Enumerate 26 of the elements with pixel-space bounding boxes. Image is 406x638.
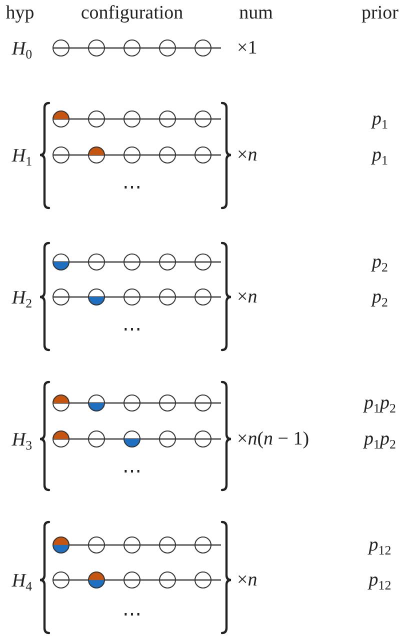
ellipsis: ⋯ [122,462,142,482]
prior-label: p$_{1}$ [372,110,388,128]
ellipsis: ⋯ [122,178,142,198]
hypothesis-label: H$_{1}$ [12,146,32,166]
count-label: ×1 [237,38,258,58]
prior-label: p$_{2}$ [372,288,388,306]
hypothesis-label: H$_{2}$ [12,288,32,308]
prior-label: p$_{2}$ [372,252,388,272]
hypothesis-label: H$_{0}$ [12,40,32,58]
hypothesis-label: H$_{3}$ [12,430,32,450]
count-label: ×n [237,570,258,590]
prior-label: p$_{1}$p$_{2}$ [364,394,396,412]
column-header: configuration [80,4,184,22]
count-label: ×n [237,146,258,164]
hypothesis-label: H$_{4}$ [12,572,32,590]
count-label: ×n [237,288,258,306]
prior-label: p$_{1}$p$_{2}$ [364,430,396,448]
prior-label: p$_{1}$ [372,146,388,164]
ellipsis: ⋯ [122,320,142,340]
count-label: ×n(n − 1) [237,430,310,448]
ellipsis: ⋯ [122,606,142,624]
prior-label: p$_{12}$ [368,536,392,554]
column-header: hyp [6,4,34,22]
column-header: prior [362,4,398,22]
prior-label: p$_{12}$ [368,570,392,590]
column-header: num [239,4,273,22]
